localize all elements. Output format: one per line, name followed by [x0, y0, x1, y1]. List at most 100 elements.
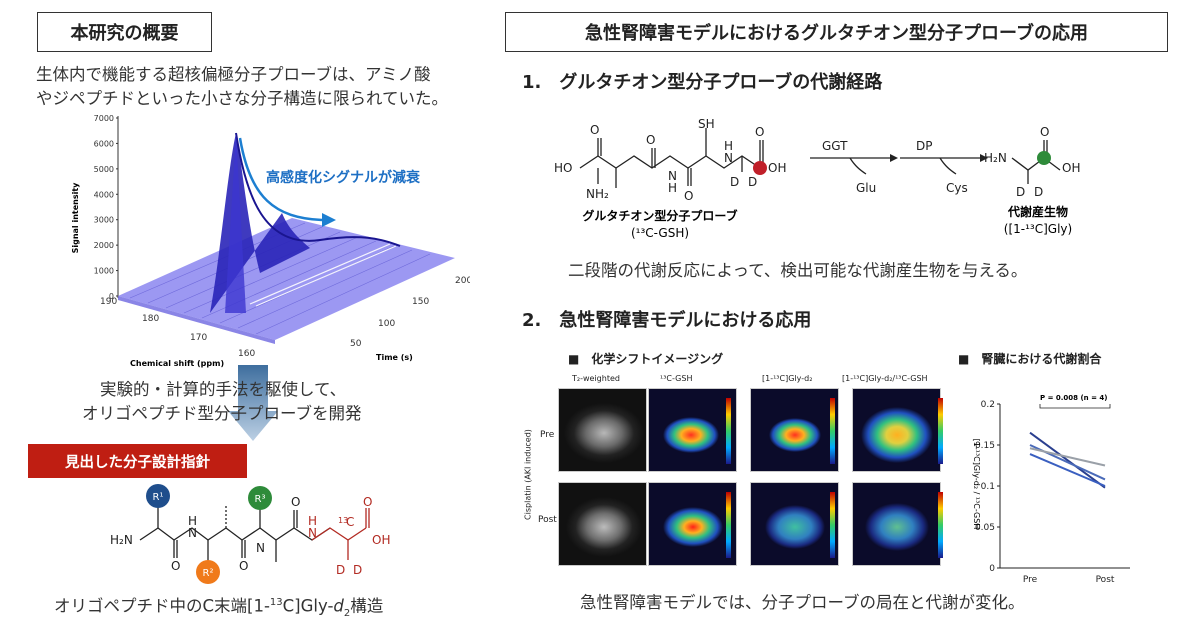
colorbar-pre-gsh — [726, 398, 731, 464]
scheme-o-acid: O — [755, 125, 764, 139]
method-line-2: オリゴペプチド型分子プローブを開発 — [82, 404, 362, 423]
ratio-x-tick: Post — [1096, 575, 1115, 584]
scheme-n1: N — [668, 169, 677, 183]
y-tick: 7000 — [94, 114, 114, 123]
row-head-post: Post — [538, 515, 557, 525]
scheme-d2-product: D — [1034, 185, 1043, 199]
ratio-chart-y-label: [1-¹³C]Gly-d₂ / ¹³C-GSH — [972, 439, 981, 530]
section-2-heading: 2. 急性腎障害モデルにおける応用 — [522, 310, 812, 331]
scheme-h-n2: H — [724, 139, 733, 153]
image-post-gly — [750, 482, 839, 566]
scheme-o-product: O — [1040, 125, 1049, 139]
scheme-cys: Cys — [946, 181, 968, 195]
spectrum-x-label: Chemical shift (ppm) — [130, 359, 224, 368]
ratio-y-tick: 0.05 — [975, 523, 995, 533]
scheme-ggt: GGT — [822, 139, 848, 153]
mol-o2: O — [239, 559, 248, 573]
mol-c13: C — [346, 515, 354, 529]
y-tick: 1000 — [94, 267, 114, 276]
y-tick: 2000 — [94, 241, 114, 250]
scheme-o-top: O — [590, 123, 599, 137]
ratio-series-line-1 — [1029, 431, 1106, 489]
colorbar-post-gly — [830, 492, 835, 558]
scheme-nh2: NH₂ — [586, 187, 609, 201]
y-tick: 3000 — [94, 216, 114, 225]
decay-annotation: 高感度化シグナルが減衰 — [266, 169, 421, 186]
scheme-oh-product: OH — [1062, 161, 1080, 175]
scheme-h2n-product: H₂N — [984, 151, 1007, 165]
scheme-sh: SH — [698, 118, 715, 131]
scheme-d2: D — [748, 175, 757, 189]
x-tick-160: 160 — [238, 349, 255, 359]
z-tick-100: 100 — [378, 319, 395, 329]
ratio-y-tick: 0 — [989, 564, 995, 574]
y-tick: 4000 — [94, 190, 114, 199]
r3-label: R³ — [255, 494, 266, 505]
ratio-x-tick: Pre — [1023, 575, 1038, 584]
right-panel-title: 急性腎障害モデルにおけるグルタチオン型分子プローブの応用 — [505, 12, 1168, 52]
colorbar-pre-gly — [830, 398, 835, 464]
image-post-ratio — [852, 482, 941, 566]
scheme-d1: D — [730, 175, 739, 189]
image-pre-gsh — [648, 388, 737, 472]
colorbar-post-gsh — [726, 492, 731, 558]
col-head-ratio: [1-¹³C]Gly-d₂/¹³C-GSH — [842, 374, 928, 383]
mol-h2n: H₂N — [110, 533, 133, 547]
intro-line-1: 生体内で機能する超核偏極分子プローブは、アミノ酸 — [36, 65, 431, 84]
mol-nh3-n: N — [308, 526, 317, 540]
section-1-heading: 1. グルタチオン型分子プローブの代謝経路 — [522, 72, 883, 93]
peptide-structure: R¹ R² R³ H₂N H N N O O O H N OH O D D 13… — [110, 484, 390, 584]
product-name: 代謝産生物 — [1007, 204, 1068, 219]
scheme-n2: N — [724, 151, 733, 165]
z-tick-150: 150 — [412, 297, 429, 307]
r2-label: R² — [203, 568, 214, 579]
ratio-series-line-3 — [1029, 447, 1106, 467]
col-head-gly: [1-¹³C]Gly-d₂ — [762, 374, 813, 383]
imaging-title: ■ 化学シフトイメージング — [568, 352, 724, 366]
down-arrow — [228, 365, 278, 441]
method-line-1: 実験的・計算的手法を駆使して、 — [100, 380, 347, 399]
y-tick: 5000 — [94, 165, 114, 174]
y-tick: 0 — [109, 292, 114, 301]
col-head-t2: T₂-weighted — [572, 374, 620, 383]
mol-nh3-h: H — [308, 514, 317, 528]
probe-name: グルタチオン型分子プローブ — [582, 208, 737, 223]
scheme-dp: DP — [916, 139, 932, 153]
mol-nh1-h: H — [188, 514, 197, 528]
scheme-d1-product: D — [1016, 185, 1025, 199]
row-head-pre: Pre — [540, 430, 555, 440]
scheme-ho: HO — [554, 161, 572, 175]
ratio-y-tick: 0.1 — [981, 482, 995, 492]
mol-oh: OH — [372, 533, 390, 547]
ratio-chart-title: ■ 腎臓における代謝割合 — [958, 352, 1102, 366]
mol-o4: O — [363, 495, 372, 509]
scheme-o-bot1: O — [646, 133, 655, 147]
spectrum-3d-plot: 7000 6000 5000 4000 3000 2000 1000 0 Signal int… — [71, 114, 470, 368]
mol-o3: O — [291, 495, 300, 509]
ratio-y-tick: 0.15 — [975, 441, 995, 451]
x-tick-180: 180 — [142, 314, 159, 324]
spectrum-z-label: Time (s) — [376, 353, 413, 362]
colorbar-post-ratio — [938, 492, 943, 558]
image-post-gsh — [648, 482, 737, 566]
z-tick-50: 50 — [350, 339, 362, 349]
ratio-y-tick: 0.2 — [981, 400, 995, 410]
left-panel-title: 本研究の概要 — [37, 12, 212, 52]
col-head-gsh: ¹³C-GSH — [660, 374, 693, 383]
image-pre-t2 — [558, 388, 647, 472]
product-code: ([1-¹³C]Gly) — [1004, 222, 1072, 236]
intro-line-2: やジペプチドといった小さな分子構造に限られていた。 — [36, 89, 449, 108]
mol-d1: D — [336, 563, 345, 577]
mol-d2: D — [353, 563, 362, 577]
y-tick: 6000 — [94, 139, 114, 148]
spectrum-y-label: Signal intensity — [71, 182, 80, 254]
metabolic-scheme: SH HO O NH₂ O N H O H N O OH D D GGT DP … — [554, 118, 1080, 240]
scheme-h-n1: H — [668, 181, 677, 195]
peptide-caption: オリゴペプチド中のC末端[1-13C]Gly-d2構造 — [54, 596, 384, 619]
image-pre-ratio — [852, 388, 941, 472]
mol-nh2-n: N — [256, 541, 265, 555]
mol-nh1-n: N — [188, 526, 197, 540]
section-2-note: 急性腎障害モデルでは、分子プローブの局在と代謝が変化。 — [580, 593, 1025, 612]
x-tick-170: 170 — [190, 333, 207, 343]
